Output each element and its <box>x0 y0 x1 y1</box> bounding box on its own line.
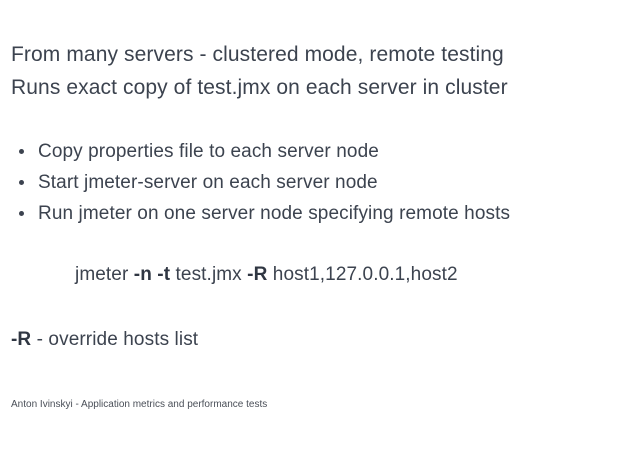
heading-line-1: From many servers - clustered mode, remo… <box>11 43 504 66</box>
list-item: Run jmeter on one server node specifying… <box>11 198 626 229</box>
command-script: test.jmx <box>170 264 248 285</box>
heading-line-2: Runs exact copy of test.jmx on each serv… <box>11 76 508 99</box>
bullet-list: Copy properties file to each server node… <box>11 136 626 229</box>
command-example: jmeter -n -t test.jmx -R host1,127.0.0.1… <box>75 261 458 289</box>
slide-footer: Anton Ivinskyi - Application metrics and… <box>11 399 268 410</box>
slide-heading: From many servers - clustered mode, remo… <box>11 38 611 104</box>
list-item-label: Copy properties file to each server node <box>38 141 379 162</box>
command-program: jmeter <box>75 264 134 285</box>
list-item-label: Run jmeter on one server node specifying… <box>38 203 511 224</box>
command-flag-r: -R <box>247 264 268 285</box>
list-item-label: Start jmeter-server on each server node <box>38 172 378 193</box>
definition-flag: -R <box>11 329 32 350</box>
bullet-dot-icon <box>19 211 24 216</box>
command-hosts: host1,127.0.0.1,host2 <box>267 264 458 285</box>
bullet-dot-icon <box>19 149 24 154</box>
list-item: Copy properties file to each server node <box>11 136 626 167</box>
command-flag-nt: -n -t <box>133 264 171 285</box>
definition-text: - override hosts list <box>31 329 199 350</box>
bullet-dot-icon <box>19 180 24 185</box>
flag-definition: -R - override hosts list <box>11 326 198 354</box>
list-item: Start jmeter-server on each server node <box>11 167 626 198</box>
